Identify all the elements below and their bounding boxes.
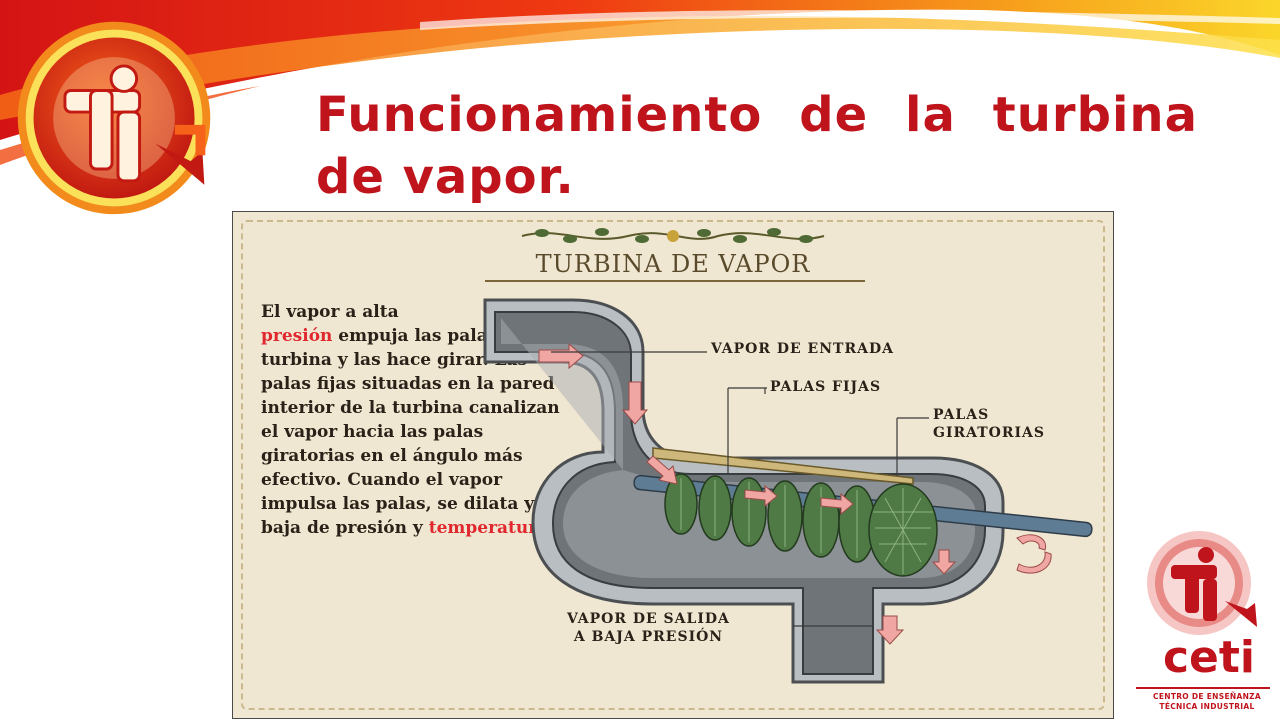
label-line: A BAJA PRESIÓN <box>573 629 724 645</box>
steam-turbine-illustration: TURBINA DE VAPOR El vapor a alta presión… <box>232 211 1114 719</box>
label-line: GIRATORIAS <box>933 425 1046 441</box>
label-steam-inlet: VAPOR DE ENTRADA <box>711 341 894 357</box>
ceti-wordmark: ceti <box>1162 632 1256 683</box>
turbine-cutaway-drawing <box>483 298 1093 684</box>
description-text: El vapor a alta <box>261 302 399 322</box>
flame-banner-decoration <box>0 0 1280 165</box>
label-steam-outlet: VAPOR DE SALIDA A BAJA PRESIÓN <box>567 610 730 646</box>
title-word: de <box>799 87 869 143</box>
highlight-pressure: presión <box>261 326 333 346</box>
turbine-description: El vapor a alta presión empuja las palas… <box>261 300 561 540</box>
ceti-logo-icon <box>1147 531 1257 635</box>
institution-logo-icon <box>17 21 211 215</box>
steam-flow-arrows <box>538 342 1052 645</box>
illustration-title: TURBINA DE VAPOR <box>535 250 811 278</box>
title-line-1: Funcionamiento de la turbina <box>316 84 1198 146</box>
label-rotating-blades: PALAS GIRATORIAS <box>933 406 1045 442</box>
ceti-subtitle: CENTRO DE ENSEÑANZA TÉCNICA INDUSTRIAL <box>1140 692 1274 712</box>
vine-ornament-icon <box>521 228 825 243</box>
label-line: VAPOR DE SALIDA <box>567 611 730 627</box>
highlight-temperature: temperatura <box>428 518 549 538</box>
title-word: Funcionamiento <box>316 87 763 143</box>
title-line-2: de vapor. <box>316 149 575 205</box>
description-text: empuja las palas de la turbina y las hac… <box>261 326 560 538</box>
label-fixed-blades: PALAS FIJAS <box>770 379 882 395</box>
ceti-subtitle-line: CENTRO DE ENSEÑANZA <box>1153 692 1261 701</box>
slide-title: Funcionamiento de la turbina de vapor. <box>316 84 1198 208</box>
title-word: la <box>905 87 956 143</box>
ceti-divider <box>1136 687 1270 689</box>
ceti-subtitle-line: TÉCNICA INDUSTRIAL <box>1159 702 1255 711</box>
rotating-blades <box>664 473 938 577</box>
title-word: turbina <box>992 87 1198 143</box>
title-underline <box>485 280 865 282</box>
label-line: PALAS <box>933 407 990 423</box>
